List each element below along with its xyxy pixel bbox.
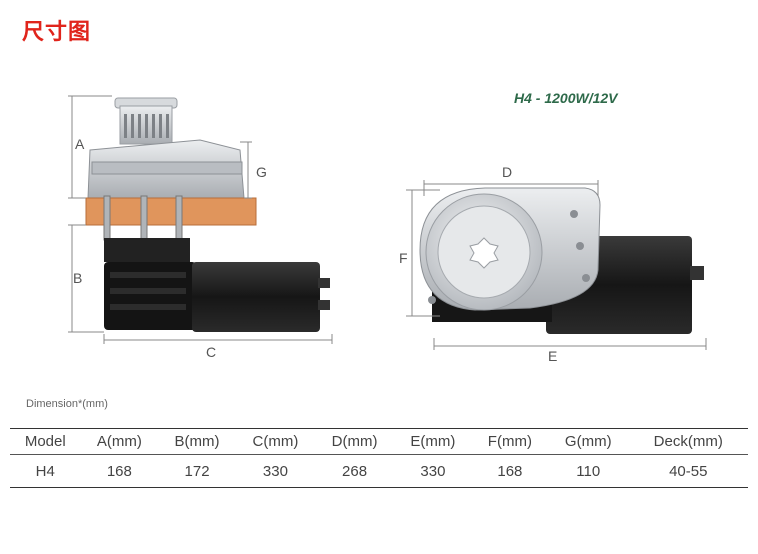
dimension-label-f: F — [399, 250, 408, 266]
dimension-label-b: B — [73, 270, 83, 286]
cell-d: 268 — [342, 462, 368, 480]
column-header-d: D(mm) — [331, 433, 378, 450]
cell-deck: 40-55 — [669, 462, 708, 480]
dimension-drawing — [68, 95, 707, 350]
column-header-g: G(mm) — [564, 433, 612, 450]
column-header-c: C(mm) — [252, 433, 299, 450]
table-row: H4 168 172 330 268 330 168 110 40-55 — [10, 455, 748, 488]
side-view — [68, 95, 333, 344]
column-header-a: A(mm) — [96, 433, 142, 450]
cell-f: 168 — [497, 462, 523, 480]
column-header-f: F(mm) — [487, 433, 532, 450]
dimension-label-e: E — [548, 348, 558, 364]
top-view — [406, 180, 707, 350]
table-caption: Dimension*(mm) — [26, 398, 108, 410]
dimension-label-d: D — [502, 164, 513, 180]
dimension-label-g: G — [256, 164, 267, 180]
cell-a: 168 — [106, 462, 132, 480]
dimension-table: Model A(mm) B(mm) C(mm) D(mm) E(mm) F(mm… — [10, 428, 748, 488]
column-header-b: B(mm) — [174, 433, 220, 450]
column-header-deck: Deck(mm) — [653, 433, 723, 450]
dimension-label-a: A — [75, 136, 85, 152]
cell-model: H4 — [35, 462, 55, 480]
table-header-row: Model A(mm) B(mm) C(mm) D(mm) E(mm) F(mm… — [10, 428, 748, 455]
column-header-model: Model — [24, 433, 66, 450]
column-header-e: E(mm) — [410, 433, 456, 450]
cell-c: 330 — [262, 462, 288, 480]
dimension-label-c: C — [206, 344, 217, 360]
page-title: 尺寸图 — [22, 20, 92, 45]
model-caption: H4 - 1200W/12V — [514, 90, 618, 106]
cell-e: 330 — [420, 462, 446, 480]
cell-g: 110 — [576, 462, 601, 480]
cell-b: 172 — [184, 462, 210, 480]
